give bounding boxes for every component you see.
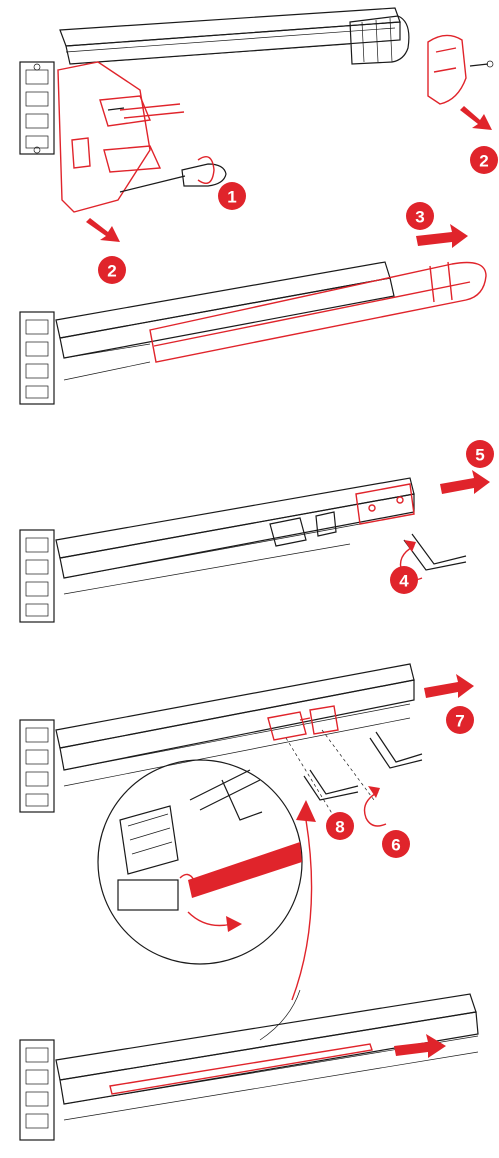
panel-5-release-detail: 8 <box>19 759 479 1141</box>
step-6-number: 6 <box>391 836 400 855</box>
step-3-badge: 3 <box>406 202 434 230</box>
detail-red-lever <box>188 842 302 898</box>
step-1-number: 1 <box>227 188 236 207</box>
arrow-2a <box>86 218 120 242</box>
step-5-badge: 5 <box>466 440 494 468</box>
step-8-number: 8 <box>335 818 344 837</box>
step-4-number: 4 <box>399 572 409 591</box>
step-5-number: 5 <box>475 446 484 465</box>
wall-bracket <box>19 61 55 155</box>
detached-end-cap <box>427 34 494 105</box>
arrow-7 <box>424 674 474 698</box>
cover-sliding <box>149 261 487 363</box>
housing-end-cap-left <box>57 61 185 213</box>
wall-bracket <box>19 311 55 405</box>
latch-mechanism <box>267 705 339 741</box>
rotate-arrow-6 <box>363 791 387 827</box>
arrow-5 <box>440 470 490 494</box>
release-rod <box>109 1043 373 1095</box>
detail-magnifier <box>97 759 303 965</box>
step-2a-badge: 2 <box>98 256 126 284</box>
panel-2-slide-cover: 3 <box>19 202 487 405</box>
step-3-number: 3 <box>415 208 424 227</box>
arrow-2b <box>460 106 492 130</box>
push-bar <box>59 7 401 65</box>
wall-bracket <box>19 1039 55 1141</box>
arrow-release <box>394 1034 446 1058</box>
screwdriver <box>119 156 227 193</box>
panel-4-slide-rail: 6 7 <box>19 663 474 858</box>
step-8-badge: 8 <box>326 812 354 840</box>
rotate-arrow-8 <box>291 819 313 1001</box>
step-6-badge: 6 <box>382 830 410 858</box>
panel-3-remove-bracket: 4 5 <box>19 440 494 623</box>
wall-bracket <box>19 719 55 813</box>
step-7-number: 7 <box>455 712 464 731</box>
bar-end-cap <box>349 15 410 65</box>
step-2b-badge: 2 <box>470 146 498 174</box>
step-2a-number: 2 <box>107 262 116 281</box>
wall-bracket <box>19 529 55 623</box>
arrow-3 <box>416 224 468 248</box>
step-1-badge: 1 <box>218 182 246 210</box>
end-bracket <box>355 483 415 525</box>
step-2b-number: 2 <box>479 152 488 171</box>
panel-1-remove-end-caps: 1 2 2 <box>19 7 498 284</box>
step-7-badge: 7 <box>446 706 474 734</box>
step-4-badge: 4 <box>390 566 418 594</box>
